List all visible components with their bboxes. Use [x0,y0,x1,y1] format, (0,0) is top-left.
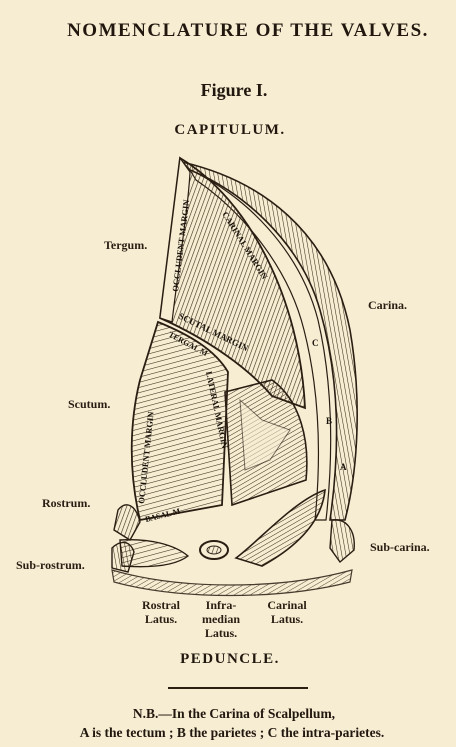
label-carinal-latus-line1: Carinal [260,598,314,612]
section-heading-peduncle: PEDUNCLE. [2,651,456,668]
label-rostral-latus-line2: Latus. [136,612,186,626]
carina-letter-c: C [312,338,319,348]
label-rostral-latus-line1: Rostral [136,598,186,612]
label-infra-median-latus: Infra- median Latus. [196,598,246,640]
label-scutum: Scutum. [68,397,110,412]
peduncle-base [112,570,352,596]
label-carinal-latus: Carinal Latus. [260,598,314,626]
label-carina: Carina. [368,298,407,313]
rostrum-valve [114,505,140,540]
note-line-2: A is the tectum ; B the parietes ; C the… [4,725,456,741]
label-sub-rostrum: Sub-rostrum. [16,558,85,573]
label-rostrum: Rostrum. [42,496,90,511]
note-line-1: N.B.—In the Carina of Scalpellum, [6,706,456,722]
label-sub-carina: Sub-carina. [370,540,430,555]
label-infra-median-line2: median [196,612,246,626]
divider-rule [168,687,308,689]
rostral-latus-valve [120,540,188,567]
carina-letter-b: B [326,416,332,426]
carina-letter-a: A [340,462,347,472]
label-rostral-latus: Rostral Latus. [136,598,186,626]
sub-carina-valve [330,520,354,562]
label-infra-median-line1: Infra- [196,598,246,612]
label-infra-median-line3: Latus. [196,626,246,640]
label-carinal-latus-line2: Latus. [260,612,314,626]
carinal-latus-valve [236,490,325,566]
label-tergum: Tergum. [104,238,147,253]
